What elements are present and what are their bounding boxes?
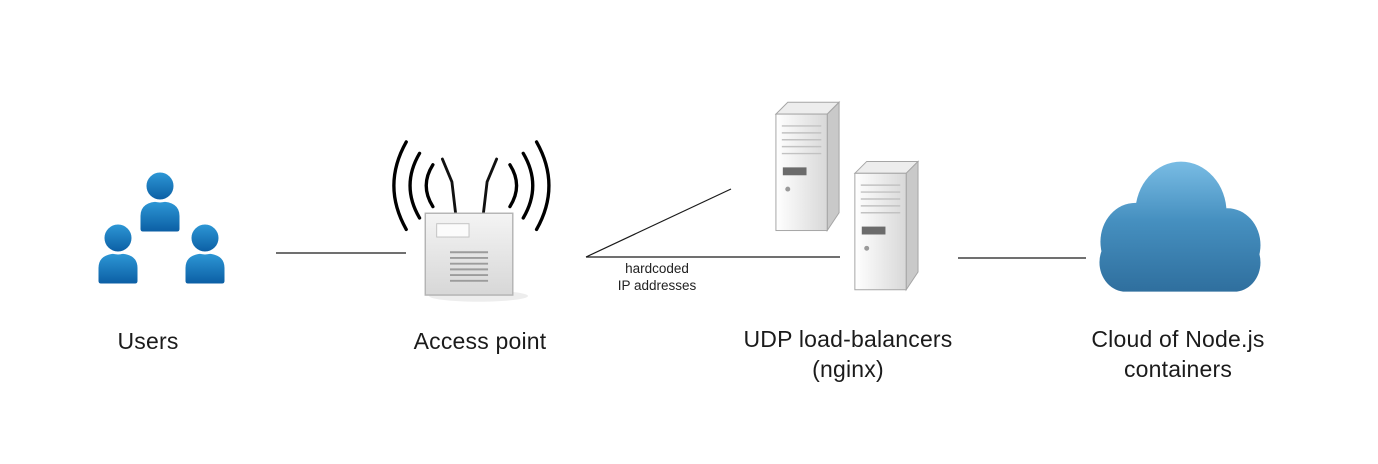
antenna-icon xyxy=(440,157,499,216)
cloud-label: Cloud of Node.js containers xyxy=(1058,324,1298,384)
annotation-line-2: IP addresses xyxy=(617,278,697,293)
cloud-icon xyxy=(1099,161,1261,292)
person-icon xyxy=(182,221,228,287)
annotation-line-1: hardcoded xyxy=(625,261,689,276)
users-icon xyxy=(95,169,228,287)
access-point-label: Access point xyxy=(413,328,547,354)
load-balancers-label: UDP load-balancers (nginx) xyxy=(698,324,998,384)
cloud-label-line2: containers xyxy=(1123,356,1233,382)
server-tower-icon xyxy=(854,160,919,291)
wifi-waves-icon xyxy=(392,140,551,232)
load-balancers-label-line2: (nginx) xyxy=(812,356,884,382)
person-icon xyxy=(137,169,183,235)
person-icon xyxy=(95,221,141,287)
cloud-shape xyxy=(1099,161,1261,292)
server-tower-icon xyxy=(775,101,840,232)
access-point-icon xyxy=(392,140,551,302)
cloud-label-line1: Cloud of Node.js xyxy=(1091,326,1265,352)
load-balancers-label-line1: UDP load-balancers xyxy=(743,326,953,352)
edge-access-point-to-load-balancer-1 xyxy=(585,188,732,258)
load-balancer-servers-icon xyxy=(775,101,919,291)
access-point-slot xyxy=(436,223,470,238)
users-label: Users xyxy=(117,328,179,354)
hardcoded-ip-annotation: hardcoded IP addresses xyxy=(582,260,732,294)
access-point-vents xyxy=(450,251,489,282)
